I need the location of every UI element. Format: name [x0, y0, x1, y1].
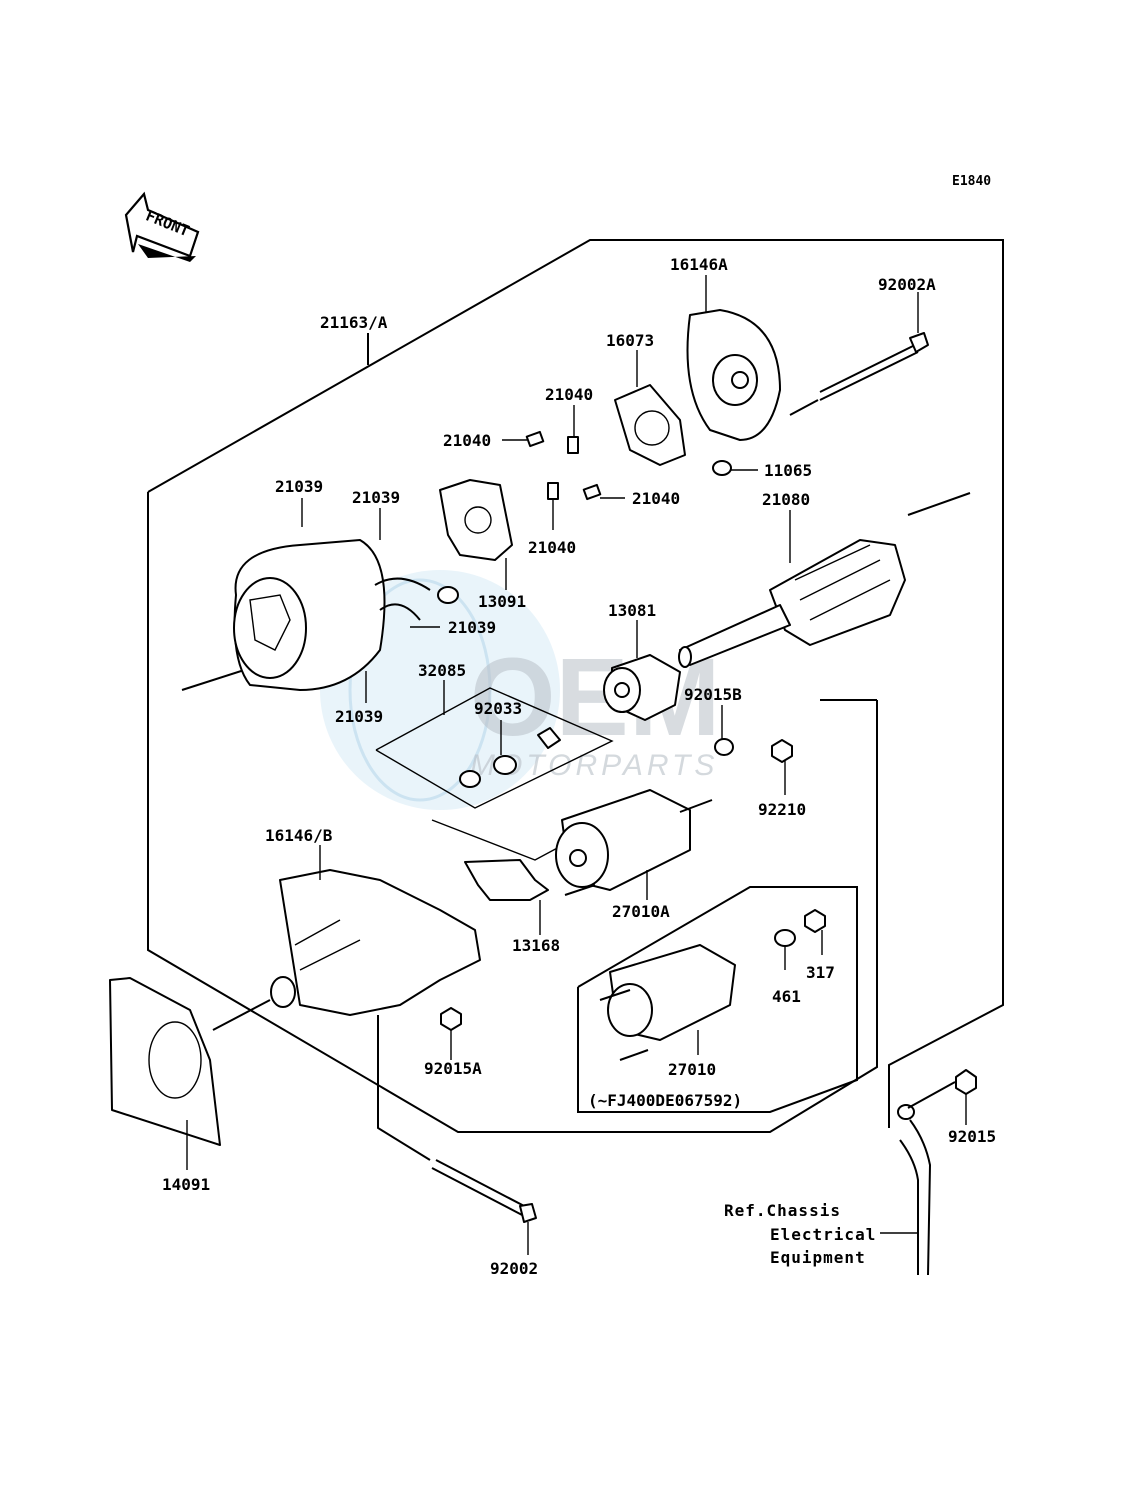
- label-21040-right: 21040: [632, 489, 680, 508]
- ground-cable: [897, 1104, 932, 1276]
- label-21040-left: 21040: [443, 431, 491, 450]
- brush-holder: [439, 479, 513, 561]
- brush-springs: [525, 430, 602, 501]
- alt-solenoid-box: [577, 886, 858, 1113]
- through-bolt-upper: [819, 332, 929, 401]
- label-461: 461: [772, 987, 801, 1006]
- starter-cover-plate: [109, 977, 221, 1146]
- pinion-clutch: [603, 654, 681, 721]
- label-92015a: 92015A: [424, 1059, 482, 1078]
- label-14091: 14091: [162, 1175, 210, 1194]
- front-housing: [270, 869, 481, 1016]
- label-92033: 92033: [474, 699, 522, 718]
- reference-line-1: Ref.Chassis: [724, 1201, 841, 1220]
- reference-line-3: Equipment: [770, 1248, 866, 1267]
- label-13091: 13091: [478, 592, 526, 611]
- reference-line-2: Electrical: [770, 1225, 876, 1244]
- solenoid-27010a: [555, 789, 713, 896]
- label-21040-bottom: 21040: [528, 538, 576, 557]
- label-92015b: 92015B: [684, 685, 742, 704]
- solenoid-27010: [599, 944, 736, 1061]
- label-317: 317: [806, 963, 835, 982]
- rear-end-cover: [686, 309, 781, 476]
- label-21080: 21080: [762, 490, 810, 509]
- label-92015: 92015: [948, 1127, 996, 1146]
- armature: [678, 539, 906, 668]
- through-bolt-lower: [431, 1159, 537, 1223]
- hardware-nuts: [440, 738, 977, 1095]
- label-13168: 13168: [512, 936, 560, 955]
- assembly-outline: [147, 239, 1004, 1133]
- label-27010a: 27010A: [612, 902, 670, 921]
- reference-note: Ref.Chassis Electrical Equipment: [724, 1201, 876, 1267]
- label-13081: 13081: [608, 601, 656, 620]
- front-arrow-icon: FRONT: [124, 191, 200, 262]
- label-92210: 92210: [758, 800, 806, 819]
- label-11065: 11065: [764, 461, 812, 480]
- label-21039-a: 21039: [275, 477, 323, 496]
- label-16073: 16073: [606, 331, 654, 350]
- label-21039-b: 21039: [352, 488, 400, 507]
- brush-plate: [614, 384, 686, 466]
- yoke-housing: [233, 539, 459, 691]
- label-27010: 27010: [668, 1060, 716, 1079]
- shift-lever: [464, 859, 549, 901]
- label-32085: 32085: [418, 661, 466, 680]
- label-16146a: 16146A: [670, 255, 728, 274]
- brush-kit-parts: [459, 727, 561, 788]
- diagram-code: E1840: [952, 174, 991, 189]
- label-21163a: 21163/A: [320, 313, 388, 332]
- label-21039-c: 21039: [448, 618, 496, 637]
- label-serial-note: (~FJ400DE067592): [588, 1091, 742, 1110]
- label-92002: 92002: [490, 1259, 538, 1278]
- label-21039-d: 21039: [335, 707, 383, 726]
- label-21040-top: 21040: [545, 385, 593, 404]
- label-16146b: 16146/B: [265, 826, 333, 845]
- label-92002a: 92002A: [878, 275, 936, 294]
- leader-lines: [186, 275, 967, 1255]
